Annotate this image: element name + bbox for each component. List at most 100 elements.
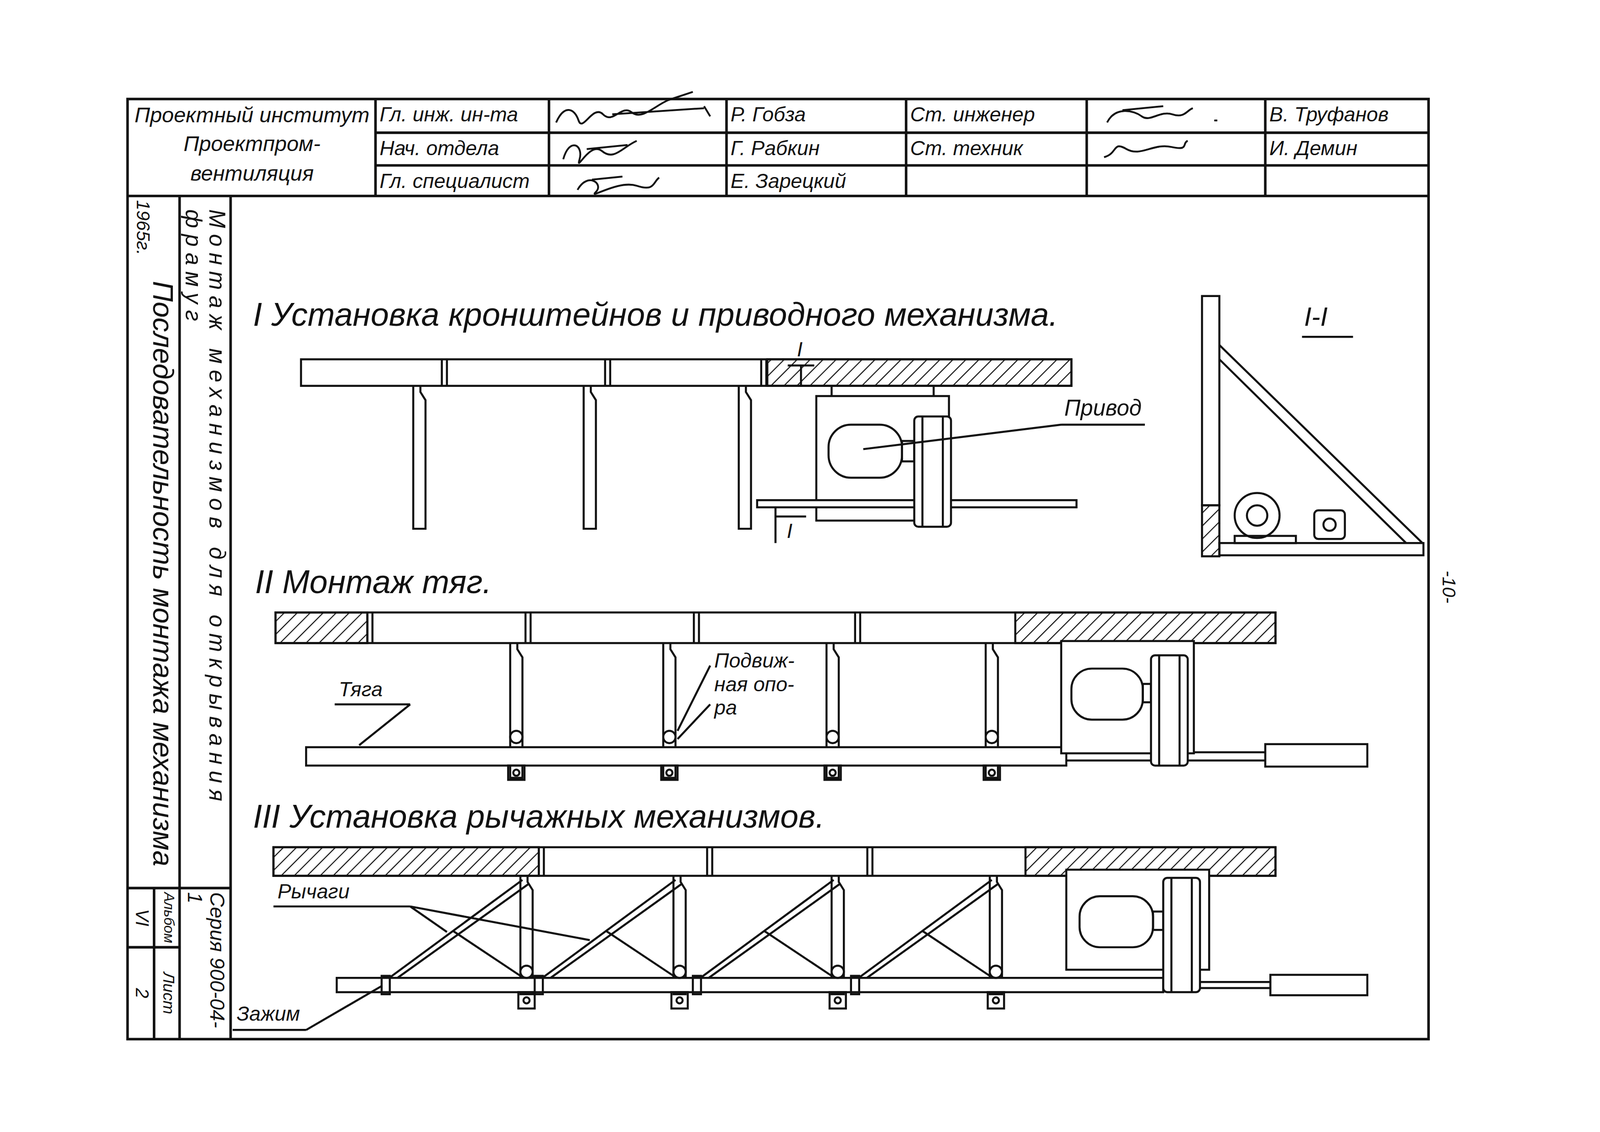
sheet-number: 2: [129, 949, 152, 1037]
series-number: Серия 900-04-1: [181, 891, 229, 1033]
drawing-line: [127, 194, 1429, 198]
drawing-line: [1201, 504, 1220, 556]
drawing-line: [725, 98, 728, 197]
stage-heading: I Установка кронштейнов и приводного мех…: [253, 296, 1059, 334]
drawing-line: [152, 887, 156, 1039]
stage-heading: III Установка рычажных механизмов.: [253, 797, 825, 836]
drawing-line: [306, 747, 1067, 766]
person-name: Р. Гобза: [730, 103, 903, 127]
drawing-line: [1085, 98, 1089, 197]
drawing-line: [663, 730, 676, 743]
person-name: Е. Зарецкий: [730, 169, 903, 193]
drawing-line: [985, 730, 998, 743]
drawing-line: [536, 879, 682, 982]
sheet-frame: [127, 98, 1429, 1039]
drawing-line: [367, 612, 861, 643]
drawing-line: [692, 975, 702, 994]
signatures: [555, 91, 1218, 194]
drawing-line: [381, 975, 390, 994]
drawing-line: [989, 875, 1003, 995]
person-name: И. Демин: [1269, 136, 1425, 161]
drawing-line: [1219, 344, 1423, 543]
stage-one-drawing: [301, 358, 1145, 543]
drawing-line: [1071, 668, 1143, 720]
part-label: Тяга: [338, 677, 383, 702]
drawing-line: [375, 131, 1429, 135]
sheet-subject: Монтаж механизмов для открывания фрамуг: [181, 209, 229, 863]
position-title: Ст. техник: [910, 136, 1083, 161]
sheet-heading: Лист: [155, 949, 178, 1037]
drawing-line: [738, 385, 752, 529]
part-label: Рычаги: [277, 879, 350, 903]
drawing-line: [1106, 106, 1218, 123]
drawing-line: [1314, 510, 1346, 540]
drawing-line: [413, 385, 426, 529]
drawing-line: [563, 140, 637, 163]
part-label: Подвиж- ная опо- ра: [714, 649, 800, 720]
drawing-line: [831, 385, 934, 396]
drawing-line: [232, 985, 382, 1030]
drawing-line: [1234, 535, 1296, 544]
drawing-line: [992, 997, 999, 1003]
drawing-line: [829, 769, 836, 776]
drawing-line: [374, 98, 377, 197]
position-title: Ст. инженер: [910, 103, 1083, 127]
section-view: [1201, 296, 1424, 556]
drawing-line: [508, 765, 525, 780]
drawing-line: [828, 424, 903, 478]
drawing-line: [127, 98, 1429, 1039]
drawing-line: [829, 992, 847, 1009]
drawing-line: [534, 975, 543, 994]
drawing-line: [1246, 504, 1268, 526]
drawing-line: [989, 965, 1003, 978]
drawing-line: [1151, 654, 1189, 766]
drawing-line: [1201, 296, 1220, 506]
drawing-line: [1104, 140, 1188, 158]
drawing-line: [983, 765, 1001, 780]
drawing-line: [275, 612, 1276, 643]
drawing-line: [666, 769, 673, 776]
drawing-line: [538, 846, 873, 876]
drawing-line: [852, 879, 998, 982]
drawing-line: [520, 875, 533, 995]
drawing-line: [1142, 683, 1152, 702]
album-number: VI: [129, 889, 152, 946]
drawing-line: [922, 416, 943, 527]
drawing-line: [1158, 654, 1180, 766]
drawing-line: [851, 975, 860, 994]
page-number: -10-: [1436, 559, 1460, 615]
drawing-line: [914, 416, 952, 527]
drawing-line: [229, 196, 233, 1039]
drawing-line: [275, 612, 368, 643]
drawing-line: [336, 977, 1164, 992]
drawing-line: [1270, 974, 1368, 996]
drawing-line: [375, 164, 1429, 167]
position-title: Нач. отдела: [379, 136, 545, 161]
person-name: В. Труфанов: [1269, 103, 1425, 127]
drawing-line: [301, 358, 1072, 386]
drawing-line: [273, 846, 540, 876]
drawing-line: [1219, 542, 1424, 556]
sheet-title: Последовательность монтажа механизма: [143, 267, 179, 880]
part-label: Привод: [1064, 394, 1142, 421]
stage-heading: II Монтаж тяг.: [254, 563, 492, 601]
drawing-line: [988, 769, 995, 776]
album-heading: Альбом: [155, 889, 178, 946]
drawing-line: [834, 997, 841, 1003]
drawing-line: [824, 765, 842, 780]
drawing-line: [787, 365, 815, 386]
drawing-line: [673, 965, 686, 978]
drawing-line: [826, 730, 839, 743]
drawing-line: [555, 91, 711, 124]
drawing-line: [178, 196, 182, 1039]
drawing-line: [1265, 743, 1368, 767]
section-mark: I: [796, 337, 803, 362]
drawing-line: [1015, 612, 1276, 643]
drawing-line: [676, 997, 683, 1003]
drawing-line: [127, 945, 180, 949]
drawing-line: [547, 98, 551, 197]
drawing-line: [1163, 877, 1200, 993]
drawing-line: [441, 358, 767, 386]
